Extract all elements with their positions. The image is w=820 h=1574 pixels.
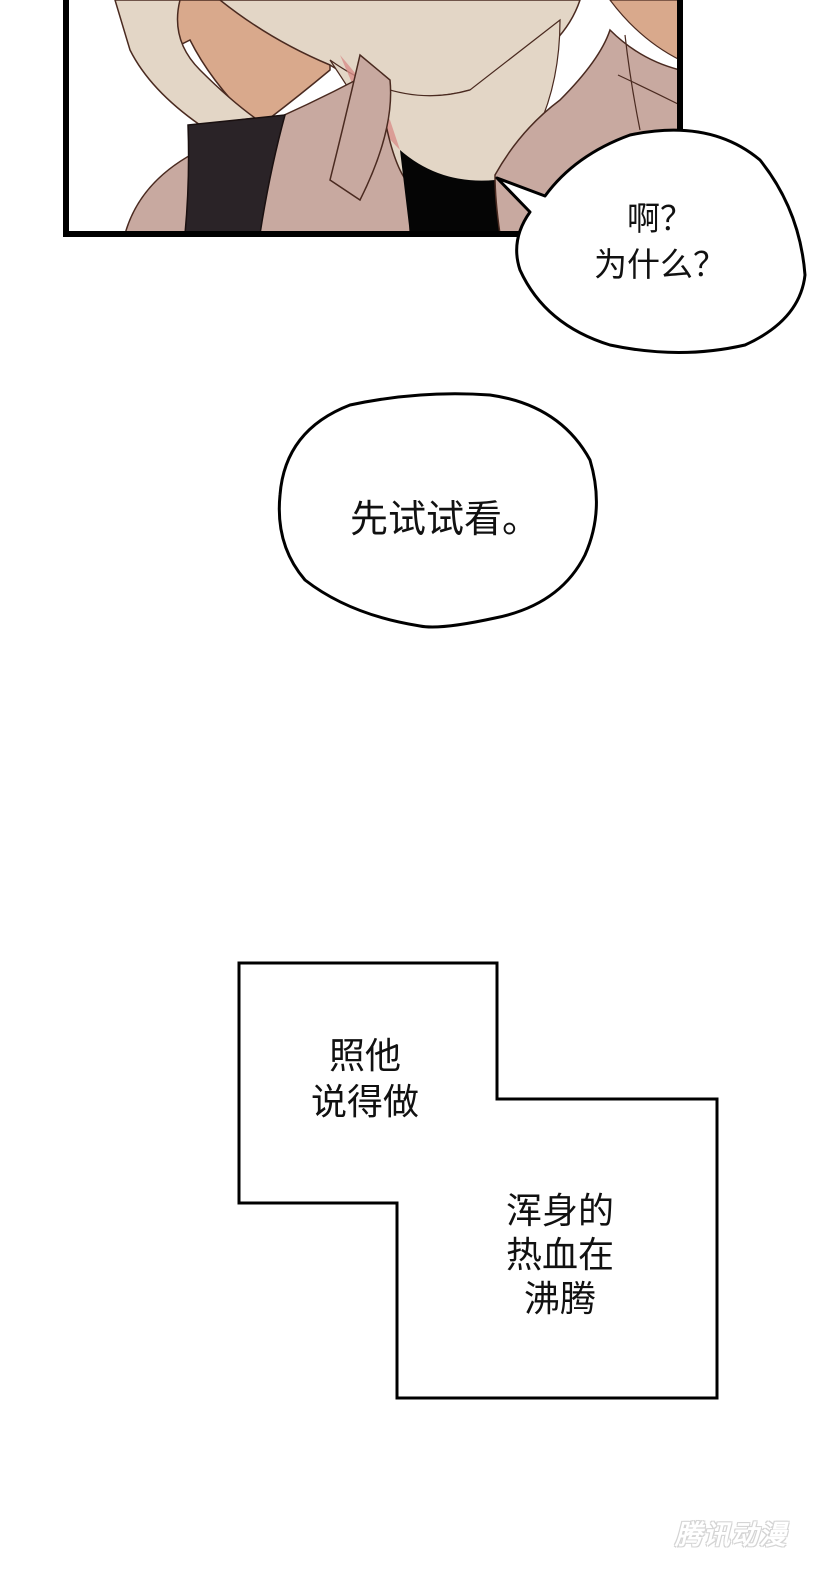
speech-bubble-1-text: 啊？ 为什么？ — [594, 199, 726, 284]
watermark-logo: 腾讯动漫 — [675, 1520, 787, 1551]
narration-box — [237, 961, 719, 1400]
speech-bubble-2-text: 先试试看。 — [349, 497, 540, 541]
narration-text-2: 浑身的 热血在 沸腾 — [505, 1191, 614, 1320]
inner-shirt — [400, 150, 500, 234]
panel-border — [63, 0, 683, 237]
speech-bubble-1 — [495, 128, 807, 354]
comic-panel-top — [63, 0, 683, 237]
collar — [329, 53, 392, 202]
narration-text-1: 照他 说得做 — [310, 1036, 419, 1123]
speech-bubble-2 — [277, 392, 598, 629]
